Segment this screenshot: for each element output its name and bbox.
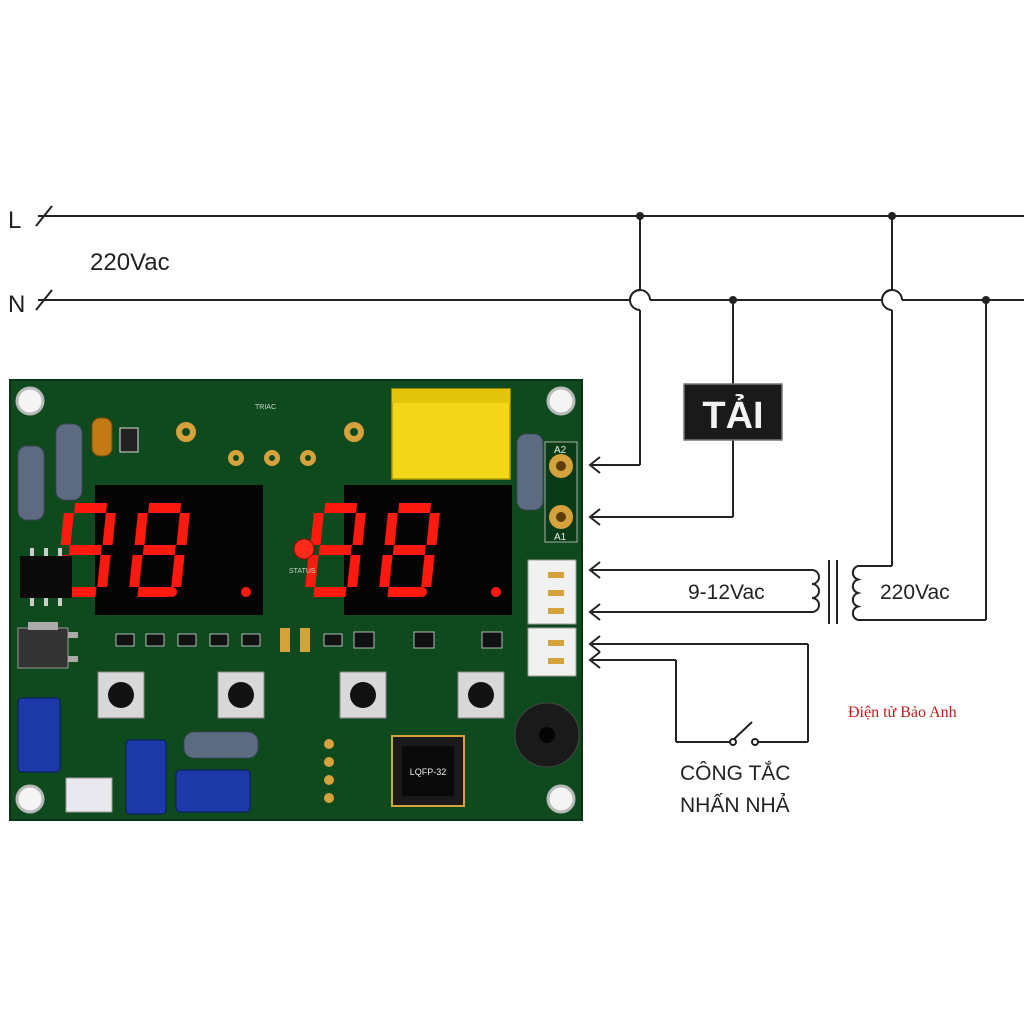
right-digit-1-segment [318, 545, 352, 555]
right-digit-1-segment [313, 587, 347, 597]
right-digit-2-decimal-point [491, 587, 501, 597]
right-digit-2-segment [392, 545, 426, 555]
load-label: TẢI [702, 393, 763, 437]
live-line-label: L [8, 207, 21, 234]
secondary-voltage-label: 9-12Vac [688, 581, 765, 604]
status-led [293, 538, 315, 560]
right-digit-1-segment [305, 555, 319, 587]
left-digit-2-segment [148, 503, 182, 513]
right-digit-2-segment [379, 555, 393, 587]
transformer [811, 560, 862, 624]
right-digit-1-segment [310, 513, 324, 545]
dip-ic [20, 548, 72, 606]
left-digit-1-segment [68, 545, 102, 555]
left-digit-1-segment [97, 555, 111, 587]
neutral-line-label: N [8, 291, 25, 318]
left-digit-1-segment [102, 513, 116, 545]
mains-voltage-label: 220Vac [90, 249, 170, 276]
right-digit-1-segment [352, 513, 366, 545]
junction-dots [636, 212, 990, 304]
right-digit-1-segment [324, 503, 358, 513]
left-digit-2-segment [129, 555, 143, 587]
left-digit-2-segment [142, 545, 176, 555]
display-right-digits [305, 503, 501, 597]
tactile-buttons [97, 671, 505, 719]
resistors [17, 423, 544, 759]
voltage-regulator [17, 622, 78, 669]
mcu-chip: LQFP-32 [391, 735, 465, 807]
right-digit-2-segment [426, 513, 440, 545]
mains-lines [35, 205, 1024, 311]
electrolytic-capacitors [17, 697, 251, 815]
header-connectors [527, 559, 577, 677]
right-digit-2-segment [384, 513, 398, 545]
triac-label: TRIAC [255, 404, 276, 411]
yellow-capacitor [391, 388, 511, 480]
right-digit-2-segment [421, 555, 435, 587]
display-left-digits [55, 503, 251, 597]
pcb-board: TRIAC A2 A1 [9, 379, 583, 821]
buzzer [514, 702, 580, 768]
small-diodes [280, 628, 310, 652]
mcu-label: LQFP-32 [410, 767, 447, 777]
watermark-text: Điện tử Bảo Anh [848, 704, 957, 721]
primary-voltage-label: 220Vac [880, 581, 950, 604]
right-digit-2-segment [387, 587, 421, 597]
right-digit-1-segment [347, 555, 361, 587]
terminal-a1-label: A1 [554, 532, 567, 543]
wires [592, 216, 987, 743]
smd-resistor [119, 427, 139, 453]
load-box: TẢI [683, 383, 783, 441]
bridge-rectifier [65, 777, 113, 813]
fuse [91, 417, 113, 457]
terminal-a2-label: A2 [554, 445, 567, 456]
left-digit-2-segment [134, 513, 148, 545]
switch-contacts [729, 738, 759, 746]
wire-arrows [588, 456, 601, 669]
switch-label-line2: NHẤN NHẢ [680, 794, 790, 817]
switch-label-line1: CÔNG TẮC [680, 761, 790, 785]
right-digit-2-segment [398, 503, 432, 513]
triac-pads [176, 422, 364, 466]
left-digit-1-segment [60, 513, 74, 545]
left-digit-2-segment [171, 555, 185, 587]
terminal-block: A2 A1 [544, 441, 578, 543]
left-digit-2-segment [137, 587, 171, 597]
left-digit-1-segment [74, 503, 108, 513]
smd-components [115, 631, 503, 649]
status-led-label: STATUS [289, 568, 316, 575]
mounting-holes [15, 386, 576, 814]
programming-header [324, 739, 334, 803]
left-digit-2-decimal-point [241, 587, 251, 597]
left-digit-2-segment [176, 513, 190, 545]
